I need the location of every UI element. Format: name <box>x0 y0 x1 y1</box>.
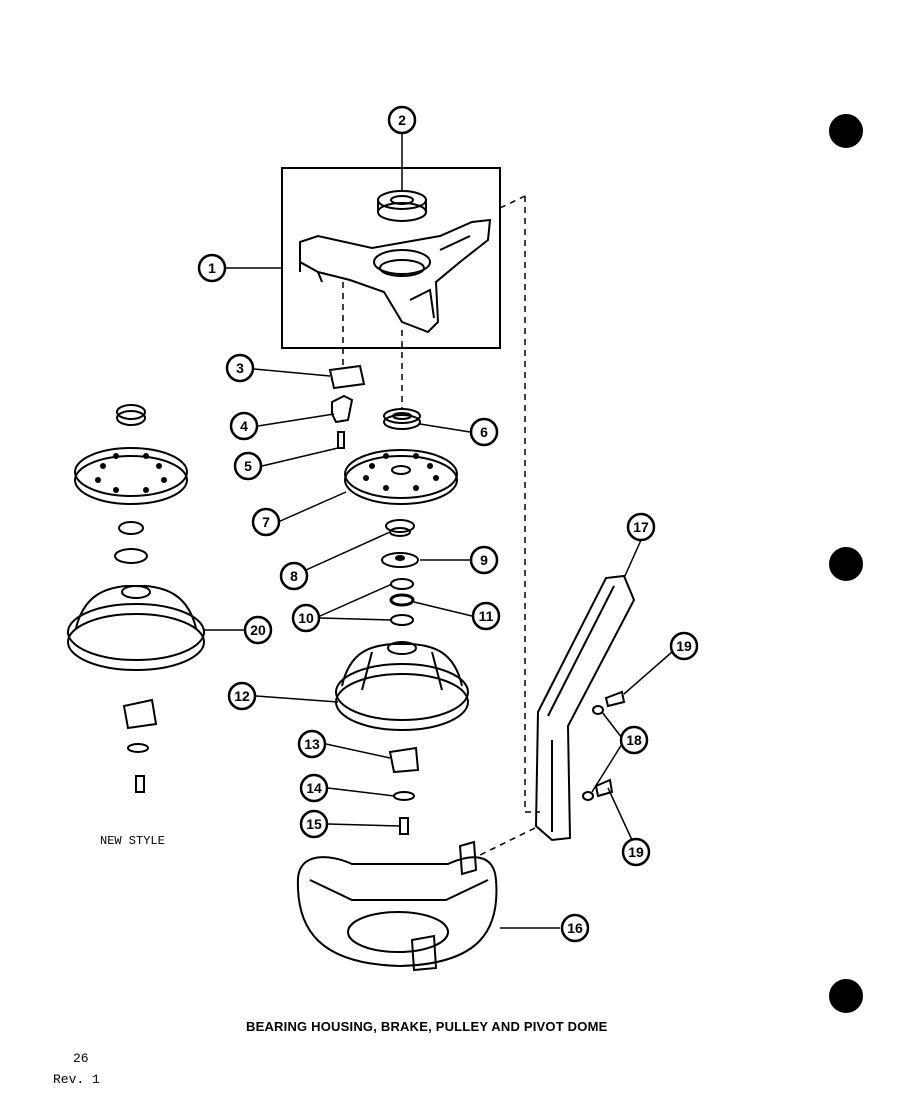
bearing-housing-part-1 <box>299 218 492 334</box>
bearing-housing-box <box>281 167 501 349</box>
callout-3: 3 <box>236 360 244 376</box>
washer-part-14 <box>393 791 415 801</box>
callout-6: 6 <box>480 424 488 440</box>
callout-circle-17 <box>626 512 656 542</box>
callout-4: 4 <box>240 418 248 434</box>
new-style-label: NEW STYLE <box>100 834 165 848</box>
callout-10: 10 <box>298 610 314 626</box>
revision-label: Rev. 1 <box>53 1072 100 1087</box>
bracket-arm-part-17 <box>534 574 636 842</box>
screw-part-5 <box>337 431 345 449</box>
callout-circle-3 <box>225 353 255 383</box>
callout-circle-1 <box>197 253 227 283</box>
new-style-assembly <box>67 404 205 793</box>
callout-numbers: 2 1 3 4 5 6 7 8 9 10 11 12 13 14 15 16 1… <box>208 112 692 936</box>
bearing-part-2 <box>377 190 427 222</box>
callout-circle-8 <box>279 561 309 591</box>
callout-circle-6 <box>469 417 499 447</box>
callout-17: 17 <box>633 519 649 535</box>
callout-7: 7 <box>262 514 270 530</box>
callout-16: 16 <box>567 920 583 936</box>
callout-circle-19a <box>669 631 699 661</box>
callout-circle-9 <box>469 545 499 575</box>
seal-part-6 <box>383 408 421 430</box>
callout-8: 8 <box>290 568 298 584</box>
callout-12: 12 <box>234 688 250 704</box>
callout-circle-12 <box>227 681 257 711</box>
callout-19b: 19 <box>628 844 644 860</box>
ring-part-10-lower <box>390 614 414 626</box>
screw-part-15 <box>399 817 409 835</box>
brake-disc-part-7 <box>344 449 458 505</box>
callout-circles <box>197 105 699 943</box>
callout-circle-19b <box>621 837 651 867</box>
callout-20: 20 <box>250 622 266 638</box>
callout-circle-18 <box>619 725 649 755</box>
callout-14: 14 <box>306 780 322 796</box>
callout-5: 5 <box>244 458 252 474</box>
binder-hole-top <box>829 114 863 148</box>
callout-9: 9 <box>480 552 488 568</box>
pulley-part-12 <box>335 641 469 731</box>
callout-circle-10 <box>291 603 321 633</box>
brake-clip-part-3 <box>328 364 366 390</box>
callout-circle-14 <box>299 773 329 803</box>
diagram-title: BEARING HOUSING, BRAKE, PULLEY AND PIVOT… <box>246 1019 608 1034</box>
callout-1: 1 <box>208 260 216 276</box>
callout-2: 2 <box>398 112 406 128</box>
callout-13: 13 <box>304 736 320 752</box>
ring-part-10-upper <box>390 578 414 590</box>
callout-19a: 19 <box>676 638 692 654</box>
callout-circle-15 <box>299 809 329 839</box>
callout-circle-4 <box>229 411 259 441</box>
callout-circle-11 <box>471 601 501 631</box>
callout-circle-7 <box>251 507 281 537</box>
ring-part-11 <box>389 593 415 607</box>
callout-18: 18 <box>626 732 642 748</box>
callout-circle-2 <box>387 105 417 135</box>
bushing-part-13 <box>388 746 420 774</box>
callout-circle-5 <box>233 451 263 481</box>
spring-part-8 <box>385 519 415 537</box>
callout-circle-20 <box>243 615 273 645</box>
binder-hole-bottom <box>829 979 863 1013</box>
washer-part-9 <box>381 552 419 568</box>
bracket-part-4 <box>331 394 354 424</box>
pivot-dome-part-16 <box>296 840 498 972</box>
callout-circle-16 <box>560 913 590 943</box>
callout-15: 15 <box>306 816 322 832</box>
callout-11: 11 <box>479 608 494 624</box>
hardware-part-18-19 <box>582 690 626 801</box>
callout-circle-13 <box>297 729 327 759</box>
binder-hole-middle <box>829 547 863 581</box>
page-number: 26 <box>73 1051 89 1066</box>
